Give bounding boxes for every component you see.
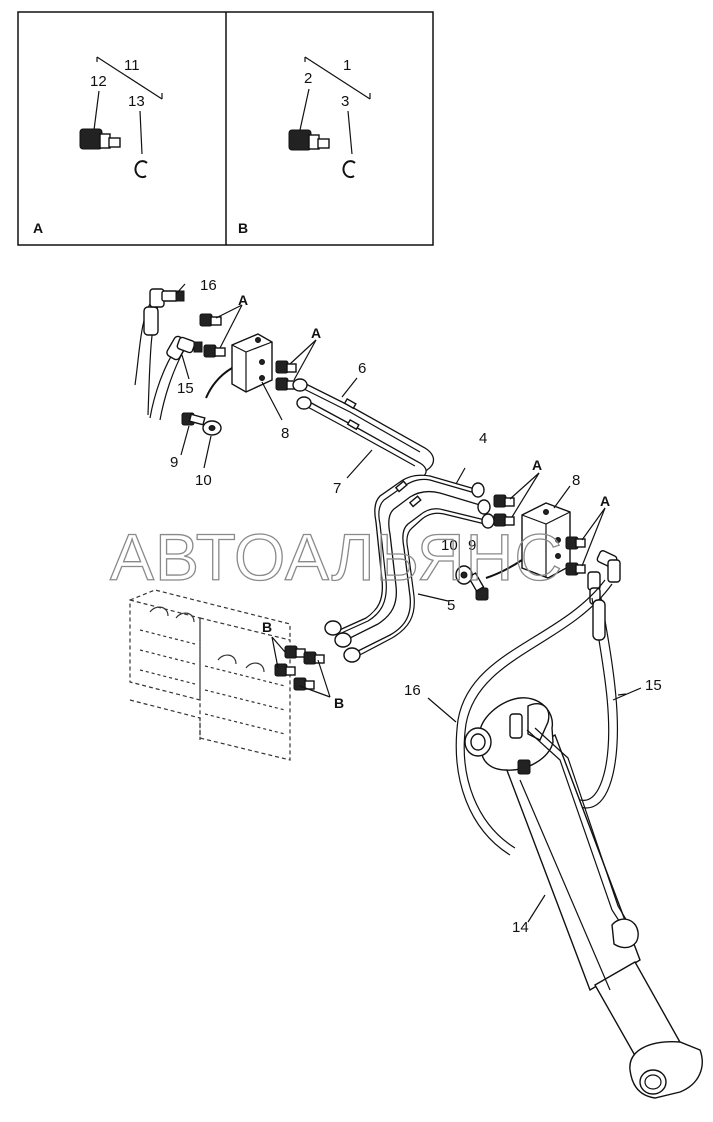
adapter-fitting-icon <box>199 313 222 327</box>
callout-8-right: 8 <box>572 472 580 489</box>
callout-6: 6 <box>358 360 366 377</box>
o-ring-icon <box>134 160 148 179</box>
adapter-fitting-icon <box>565 536 586 550</box>
adapter-fitting-icon <box>79 128 121 150</box>
callout-10-right: 10 <box>441 537 458 554</box>
left-hoses <box>134 288 203 421</box>
callouts: 16 A A 15 8 9 10 6 7 4 A 8 A 10 9 5 B B … <box>170 277 662 936</box>
leader-lines-cylinder <box>427 687 642 923</box>
washer-10-right <box>455 565 473 585</box>
leader-lines-right <box>341 377 606 602</box>
adapter-fitting-icon <box>303 651 325 665</box>
adapter-fitting-icon <box>293 677 315 691</box>
bolt-9-left <box>181 412 206 426</box>
adapter-fitting-icon <box>284 645 306 659</box>
tube-end-fitting-icon <box>292 378 312 410</box>
callout-5: 5 <box>447 597 455 614</box>
callout-8-left: 8 <box>281 425 289 442</box>
part-label-13: 13 <box>128 93 145 110</box>
callout-a-top-left: A <box>238 292 248 308</box>
detail-inset-frame <box>17 11 434 246</box>
adapters-right-group <box>493 494 586 576</box>
callout-b-upper: B <box>262 619 272 635</box>
elbow-fitting-16-right-icon <box>596 550 621 583</box>
leader-lines-valve <box>271 636 331 698</box>
callout-15-right: 15 <box>645 677 662 694</box>
adapter-fitting-icon <box>288 129 330 151</box>
callout-a-far-right: A <box>600 493 610 509</box>
detail-view-a: 11 12 13 A <box>33 56 163 236</box>
leader-lines-left <box>175 283 317 469</box>
washer-10-left <box>202 420 222 436</box>
detail-tag-a: A <box>33 220 43 236</box>
group-label-1: 1 <box>343 57 351 74</box>
watermark-text: АВТОАЛЬЯНС <box>110 520 563 594</box>
callout-4: 4 <box>479 430 487 447</box>
callout-a-mid-left: A <box>311 325 321 341</box>
callout-14: 14 <box>512 919 529 936</box>
long-hoses-15-16 <box>455 579 627 856</box>
hydraulic-cylinder-14 <box>464 697 703 1099</box>
elbow-fitting-15-icon <box>176 336 203 354</box>
tube-end-fitting-icon <box>471 482 495 529</box>
part-label-12: 12 <box>90 73 107 90</box>
part-label-2: 2 <box>304 70 312 87</box>
valve-block-right <box>485 502 571 579</box>
o-ring-icon <box>342 160 356 179</box>
callout-7: 7 <box>333 480 341 497</box>
callout-16-top: 16 <box>200 277 217 294</box>
callout-a-right-block: A <box>532 457 542 473</box>
elbow-fitting-16-icon <box>149 288 185 308</box>
callout-16-right: 16 <box>404 682 421 699</box>
adapter-fitting-icon <box>493 494 515 508</box>
adapters-valve-group <box>274 645 325 691</box>
adapter-fitting-icon <box>565 562 586 576</box>
valve-block-left <box>205 333 273 399</box>
tube-end-fitting-icon <box>324 620 361 663</box>
callout-10-left: 10 <box>195 472 212 489</box>
adapter-fitting-icon <box>493 513 515 527</box>
tube-pair-6-7 <box>292 378 435 488</box>
group-label-11: 11 <box>124 57 140 74</box>
adapter-fitting-icon <box>203 344 226 358</box>
control-valve-body <box>129 589 291 761</box>
callout-9-right: 9 <box>468 537 476 554</box>
callout-15-left: 15 <box>177 380 194 397</box>
part-label-3: 3 <box>341 93 349 110</box>
adapter-fitting-icon <box>275 360 297 374</box>
detail-tag-b: B <box>238 220 248 236</box>
detail-view-b: 1 2 3 B <box>238 56 371 236</box>
callout-9-left: 9 <box>170 454 178 471</box>
tube-bundle-4-5 <box>324 474 495 663</box>
callout-b-lower: B <box>334 695 344 711</box>
